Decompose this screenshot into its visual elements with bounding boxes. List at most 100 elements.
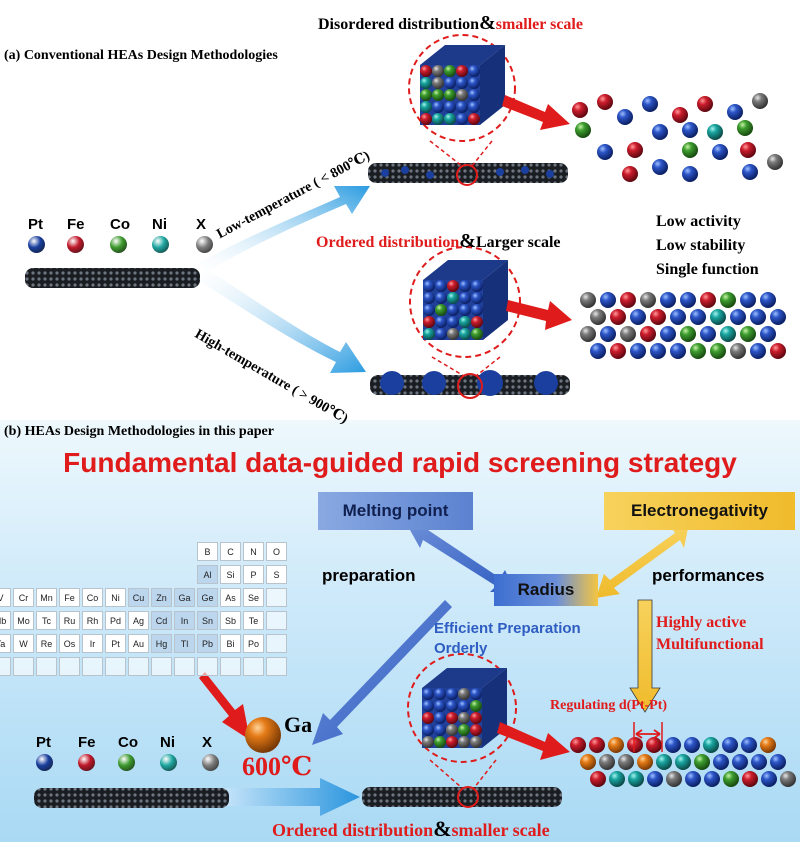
atom-sphere bbox=[600, 292, 616, 308]
periodic-cell: Co bbox=[82, 588, 103, 607]
periodic-cell: Au bbox=[128, 634, 149, 653]
element-sphere bbox=[196, 236, 213, 253]
atom-sphere bbox=[456, 113, 468, 125]
atom-sphere bbox=[703, 737, 719, 753]
atom-sphere bbox=[432, 89, 444, 101]
atom-sphere bbox=[423, 292, 435, 304]
atom-sphere bbox=[761, 771, 777, 787]
atom-sphere bbox=[447, 292, 459, 304]
periodic-cell: Cr bbox=[13, 588, 34, 607]
atom-sphere bbox=[751, 754, 767, 770]
atom-sphere bbox=[456, 77, 468, 89]
atom-sphere bbox=[422, 724, 434, 736]
atom-sphere bbox=[640, 326, 656, 342]
atom-sphere bbox=[610, 309, 626, 325]
atom-sphere bbox=[646, 737, 662, 753]
atom-sphere bbox=[458, 724, 470, 736]
atom-sphere bbox=[770, 343, 786, 359]
atom-sphere bbox=[470, 736, 482, 748]
atom-sphere bbox=[444, 113, 456, 125]
periodic-cell bbox=[0, 657, 11, 676]
atom-sphere bbox=[722, 737, 738, 753]
mid-caption: Ordered distribution&Larger scale bbox=[316, 230, 561, 253]
periodic-cell bbox=[128, 657, 149, 676]
electro-radius-arrow bbox=[596, 525, 688, 598]
red-arrow-top bbox=[502, 95, 570, 130]
atom-sphere bbox=[435, 328, 447, 340]
atom-sphere bbox=[432, 101, 444, 113]
bottom-caption-red2: smaller scale bbox=[451, 820, 550, 840]
top-caption-black: Disordered distribution bbox=[318, 16, 480, 33]
periodic-cell: S bbox=[266, 565, 287, 584]
atom-sphere bbox=[420, 89, 432, 101]
particles-ordered bbox=[580, 292, 786, 359]
periodic-cell: W bbox=[13, 634, 34, 653]
element-label: Ni bbox=[152, 216, 167, 233]
atom-sphere bbox=[471, 292, 483, 304]
atom-sphere bbox=[665, 737, 681, 753]
periodic-cell: Se bbox=[243, 588, 264, 607]
atom-sphere bbox=[704, 771, 720, 787]
particles-disordered bbox=[572, 93, 783, 182]
atom-sphere bbox=[423, 328, 435, 340]
atom-sphere bbox=[617, 109, 633, 125]
element-label: Fe bbox=[67, 216, 85, 233]
atom-sphere bbox=[471, 280, 483, 292]
periodic-cell bbox=[266, 634, 287, 653]
atom-sphere bbox=[420, 101, 432, 113]
periodic-cell: Tl bbox=[174, 634, 195, 653]
ga-label: Ga bbox=[284, 712, 313, 737]
atom-sphere bbox=[640, 292, 656, 308]
atom-sphere bbox=[637, 754, 653, 770]
periodic-cell bbox=[243, 657, 264, 676]
red-arrow-mid bbox=[506, 300, 572, 330]
atom-sphere bbox=[580, 754, 596, 770]
atom-sphere bbox=[432, 65, 444, 77]
periodic-cell: Pt bbox=[105, 634, 126, 653]
element-label: Co bbox=[118, 734, 138, 751]
atom-sphere bbox=[447, 316, 459, 328]
bottom-caption: Ordered distribution&smaller scale bbox=[272, 816, 550, 842]
atom-sphere bbox=[590, 309, 606, 325]
atom-sphere bbox=[458, 700, 470, 712]
atom-sphere bbox=[597, 94, 613, 110]
multifunctional-line: Multifunctional bbox=[656, 636, 764, 653]
periodic-cell bbox=[266, 588, 287, 607]
periodic-cell: Cd bbox=[151, 611, 172, 630]
atom-sphere bbox=[575, 122, 591, 138]
atom-sphere bbox=[742, 164, 758, 180]
atom-sphere bbox=[444, 65, 456, 77]
atom-sphere bbox=[690, 309, 706, 325]
atom-sphere bbox=[618, 754, 634, 770]
periodic-cell: Ta bbox=[0, 634, 11, 653]
atom-sphere bbox=[620, 326, 636, 342]
red-arrow-ga bbox=[199, 672, 250, 740]
cube-atoms bbox=[422, 688, 482, 748]
periodic-cell bbox=[266, 657, 287, 676]
element-sphere bbox=[152, 236, 169, 253]
element-sphere bbox=[78, 754, 95, 771]
atom-sphere bbox=[720, 326, 736, 342]
atom-sphere bbox=[627, 737, 643, 753]
nanotube-high-temp bbox=[370, 375, 570, 395]
periodic-cell: Pb bbox=[197, 634, 218, 653]
atom-sphere bbox=[700, 292, 716, 308]
periodic-cell: Ag bbox=[128, 611, 149, 630]
periodic-cell: Sb bbox=[220, 611, 241, 630]
nanotube-bottom-right bbox=[362, 787, 562, 807]
atom-sphere bbox=[434, 712, 446, 724]
atom-sphere bbox=[422, 688, 434, 700]
atom-sphere bbox=[468, 113, 480, 125]
periodic-cell bbox=[59, 657, 80, 676]
atom-sphere bbox=[422, 700, 434, 712]
atom-sphere bbox=[750, 309, 766, 325]
atom-sphere bbox=[647, 771, 663, 787]
atom-sphere bbox=[652, 159, 668, 175]
periodic-cell: Re bbox=[36, 634, 57, 653]
preparation-label: preparation bbox=[322, 566, 416, 585]
mid-caption-amp: & bbox=[459, 230, 476, 252]
periodic-cell: In bbox=[174, 611, 195, 630]
periodic-cell bbox=[197, 657, 218, 676]
atom-sphere bbox=[423, 280, 435, 292]
